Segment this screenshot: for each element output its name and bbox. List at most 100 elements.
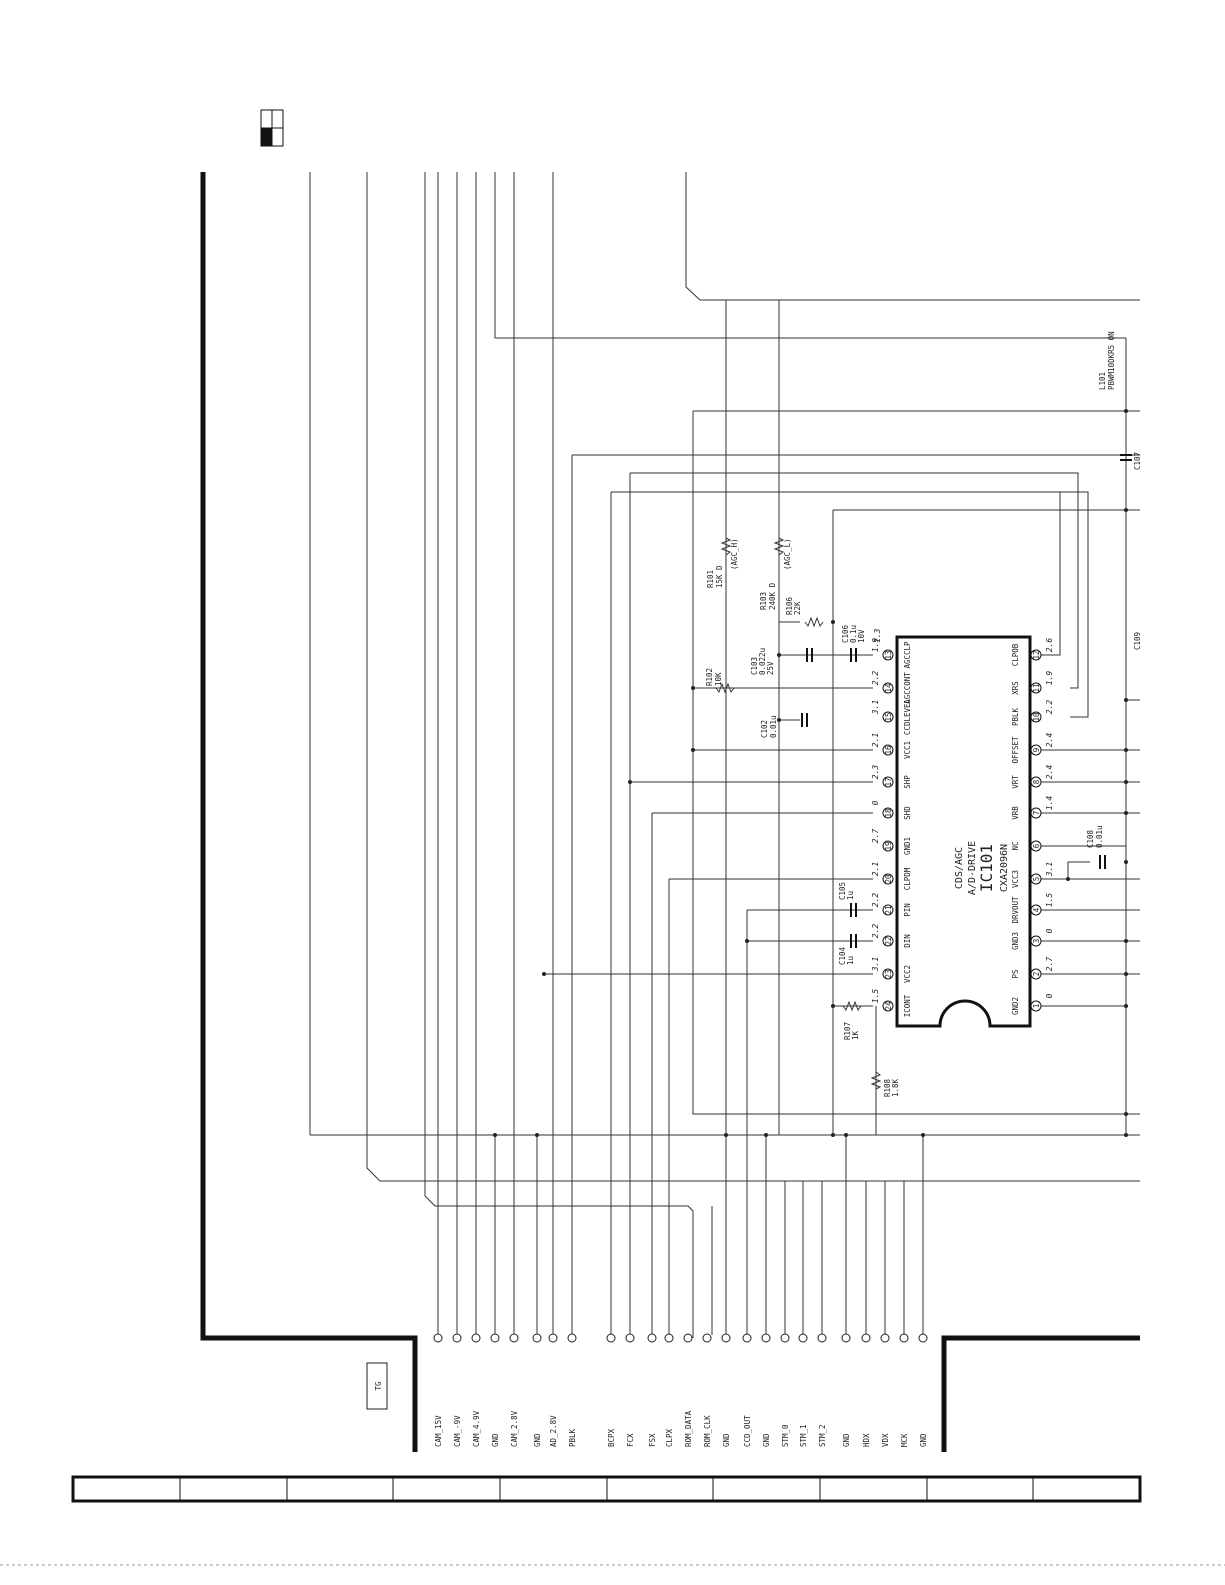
ic-pin-circle (1030, 1000, 1042, 1012)
c104-label: C104 (838, 946, 847, 965)
c105-value: 1u (846, 891, 855, 900)
connector-pin-label: AD_2.8V (549, 1415, 558, 1447)
ic-pin-circle (882, 1000, 894, 1012)
ic-pin-voltage: 3.1 (871, 957, 880, 972)
c102-label: C102 (760, 720, 769, 738)
connector-pin-circle (721, 1333, 731, 1343)
c104-value: 1u (846, 956, 855, 965)
ic-pin-circle (882, 904, 894, 916)
ic-pin-circle (1030, 840, 1042, 852)
ic-pin-voltage: 1.9 (1045, 671, 1054, 686)
ic-pin-name: PBLK (1011, 707, 1020, 726)
r108-value: 1.8K (891, 1078, 900, 1097)
ic-pin-name: AGCCONT (903, 672, 912, 704)
ic-pin-number: 3 (1032, 939, 1041, 944)
connector-pin-circle (780, 1333, 790, 1343)
ic-pin-voltage: 2.4 (1045, 733, 1054, 748)
r103-value: 240K D (768, 582, 777, 610)
connector-pin-circle (880, 1333, 890, 1343)
connector-pin-label: HDX (862, 1433, 871, 1447)
connector-pin-label: CAM_4.9V (472, 1410, 481, 1447)
ic-pin-circle (1030, 935, 1042, 947)
ic-pin-name: CCDLEVEL (903, 698, 912, 735)
ic-pin-voltage: 2.1 (871, 862, 880, 876)
ic-pin-circle (1030, 904, 1042, 916)
connector-pin-label: MCK (900, 1433, 909, 1447)
r106-value: 22K (793, 601, 802, 615)
connector-pin-circle (567, 1333, 577, 1343)
ic-pin-number: 10 (1032, 712, 1041, 722)
r101-value: 15K D (715, 565, 724, 588)
ic-pin-voltage: 1.9 (871, 638, 880, 653)
ic-pin-voltage: 2.1 (871, 733, 880, 747)
ic101-labels: CDS/AGC A/D-DRIVE IC101 CXA2096N (954, 841, 1010, 895)
ic-pin-name: VCC3 (1011, 870, 1020, 888)
ic-pin-voltage: 2.7 (1045, 957, 1054, 972)
ic-pin-circle (1030, 649, 1042, 661)
ic-pin-name: GND2 (1011, 997, 1020, 1015)
c106-label: C106 (841, 624, 850, 643)
l101-label: L101 (1098, 372, 1107, 390)
ic-pin-circle (1030, 873, 1042, 885)
connector-pin-label: VDX (881, 1433, 890, 1447)
connector-pin-circle (625, 1333, 635, 1343)
ic-ref: IC101 (977, 844, 996, 892)
board-label-box (366, 1362, 388, 1410)
ic-pin-name: CLPOB (1011, 643, 1020, 666)
connector-pin-label: ROM_CLK (703, 1415, 712, 1447)
ic-pin-voltage: 2.6 (1045, 638, 1054, 653)
ic-pin-name: PIN (903, 903, 912, 917)
ic-pin-number: 1 (1032, 1004, 1041, 1009)
r106-label: R106 (785, 596, 794, 615)
connector-pin-circle (471, 1333, 481, 1343)
connector-pin-circle (433, 1333, 443, 1343)
connector-pin-circle (548, 1333, 558, 1343)
r101-label: R101 (706, 570, 715, 588)
ic-pin-name: GND1 (903, 837, 912, 855)
c109-label: C109 (1133, 632, 1142, 650)
ic-pin-voltage: 2.4 (1045, 765, 1054, 780)
ic-pin-number: 12 (1032, 650, 1041, 659)
ic-pin-number: 21 (884, 905, 893, 914)
ic-pin-circle (882, 807, 894, 819)
c102-value: 0.01u (769, 715, 778, 738)
ic101-body (895, 635, 1032, 1028)
ic-pin-number: 9 (1032, 748, 1041, 753)
c103-value: 0.022u (758, 648, 767, 675)
resistor-symbols (715, 537, 882, 1090)
ic-pin-number: 4 (1032, 907, 1041, 912)
agc-l-label: (AGC_L) (783, 538, 792, 570)
ic-pin-number: 23 (884, 969, 893, 978)
connector-pin-circle (761, 1333, 771, 1343)
connector-pin-label: CAM_15V (434, 1415, 443, 1447)
connector-pin-label: GND (722, 1433, 731, 1447)
ic-pin-circle (1030, 711, 1042, 723)
ic-func2: A/D-DRIVE (967, 841, 978, 895)
r107-label: R107 (843, 1022, 852, 1040)
c107-label: C107 (1133, 452, 1142, 470)
ic-pin-name: AGCCLP (903, 641, 912, 669)
ic-pin-voltage: 3.1 (871, 700, 880, 715)
connector-pin-circle (647, 1333, 657, 1343)
ic-pin-number: 16 (884, 745, 893, 755)
ic-pin-name: ICONT (903, 994, 912, 1017)
ic-pin-number: 22 (884, 936, 893, 945)
ic-pin-name: OFFSET (1011, 736, 1020, 764)
ic-pin-number: 20 (884, 874, 893, 884)
ic-pin-circle (882, 776, 894, 788)
ic-pin-circle (882, 649, 894, 661)
ic-pin-circle (882, 682, 894, 694)
ic-pin-voltage: 0 (1045, 928, 1054, 933)
ic-pin-circle (882, 968, 894, 980)
ic-pin-circle (882, 711, 894, 723)
capacitor-symbols (801, 454, 1132, 948)
ic-pin-name: SHP (903, 775, 912, 789)
ic-pin-voltage: 1.5 (1045, 893, 1054, 908)
connector-pin-label: GND (919, 1433, 928, 1447)
c103-voltage: 25V (766, 661, 775, 675)
connector-pin-circle (490, 1333, 500, 1343)
page-quadrant-icon (260, 109, 284, 147)
ic-pin-name: DIN (903, 934, 912, 948)
ic-pin-circle (1030, 776, 1042, 788)
ic-part: CXA2096N (999, 844, 1010, 892)
